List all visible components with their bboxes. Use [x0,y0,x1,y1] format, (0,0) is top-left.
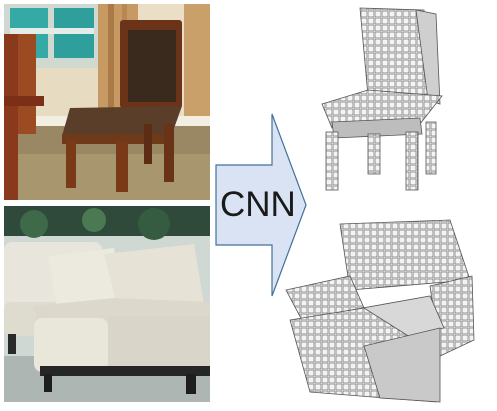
input-photo-dining-chair [4,4,210,200]
input-photo-armchair [4,206,210,402]
voxel-chair-render [321,7,443,191]
cnn-label: CNN [220,185,296,224]
dining-chair-photo-illustration [4,4,210,200]
arrow-right-icon [215,113,307,297]
cnn-arrow [214,112,308,298]
voxel-output-armchair [280,216,476,406]
armchair-photo-illustration [4,206,210,402]
voxel-armchair-render [285,219,475,403]
voxel-output-chair [312,4,452,194]
